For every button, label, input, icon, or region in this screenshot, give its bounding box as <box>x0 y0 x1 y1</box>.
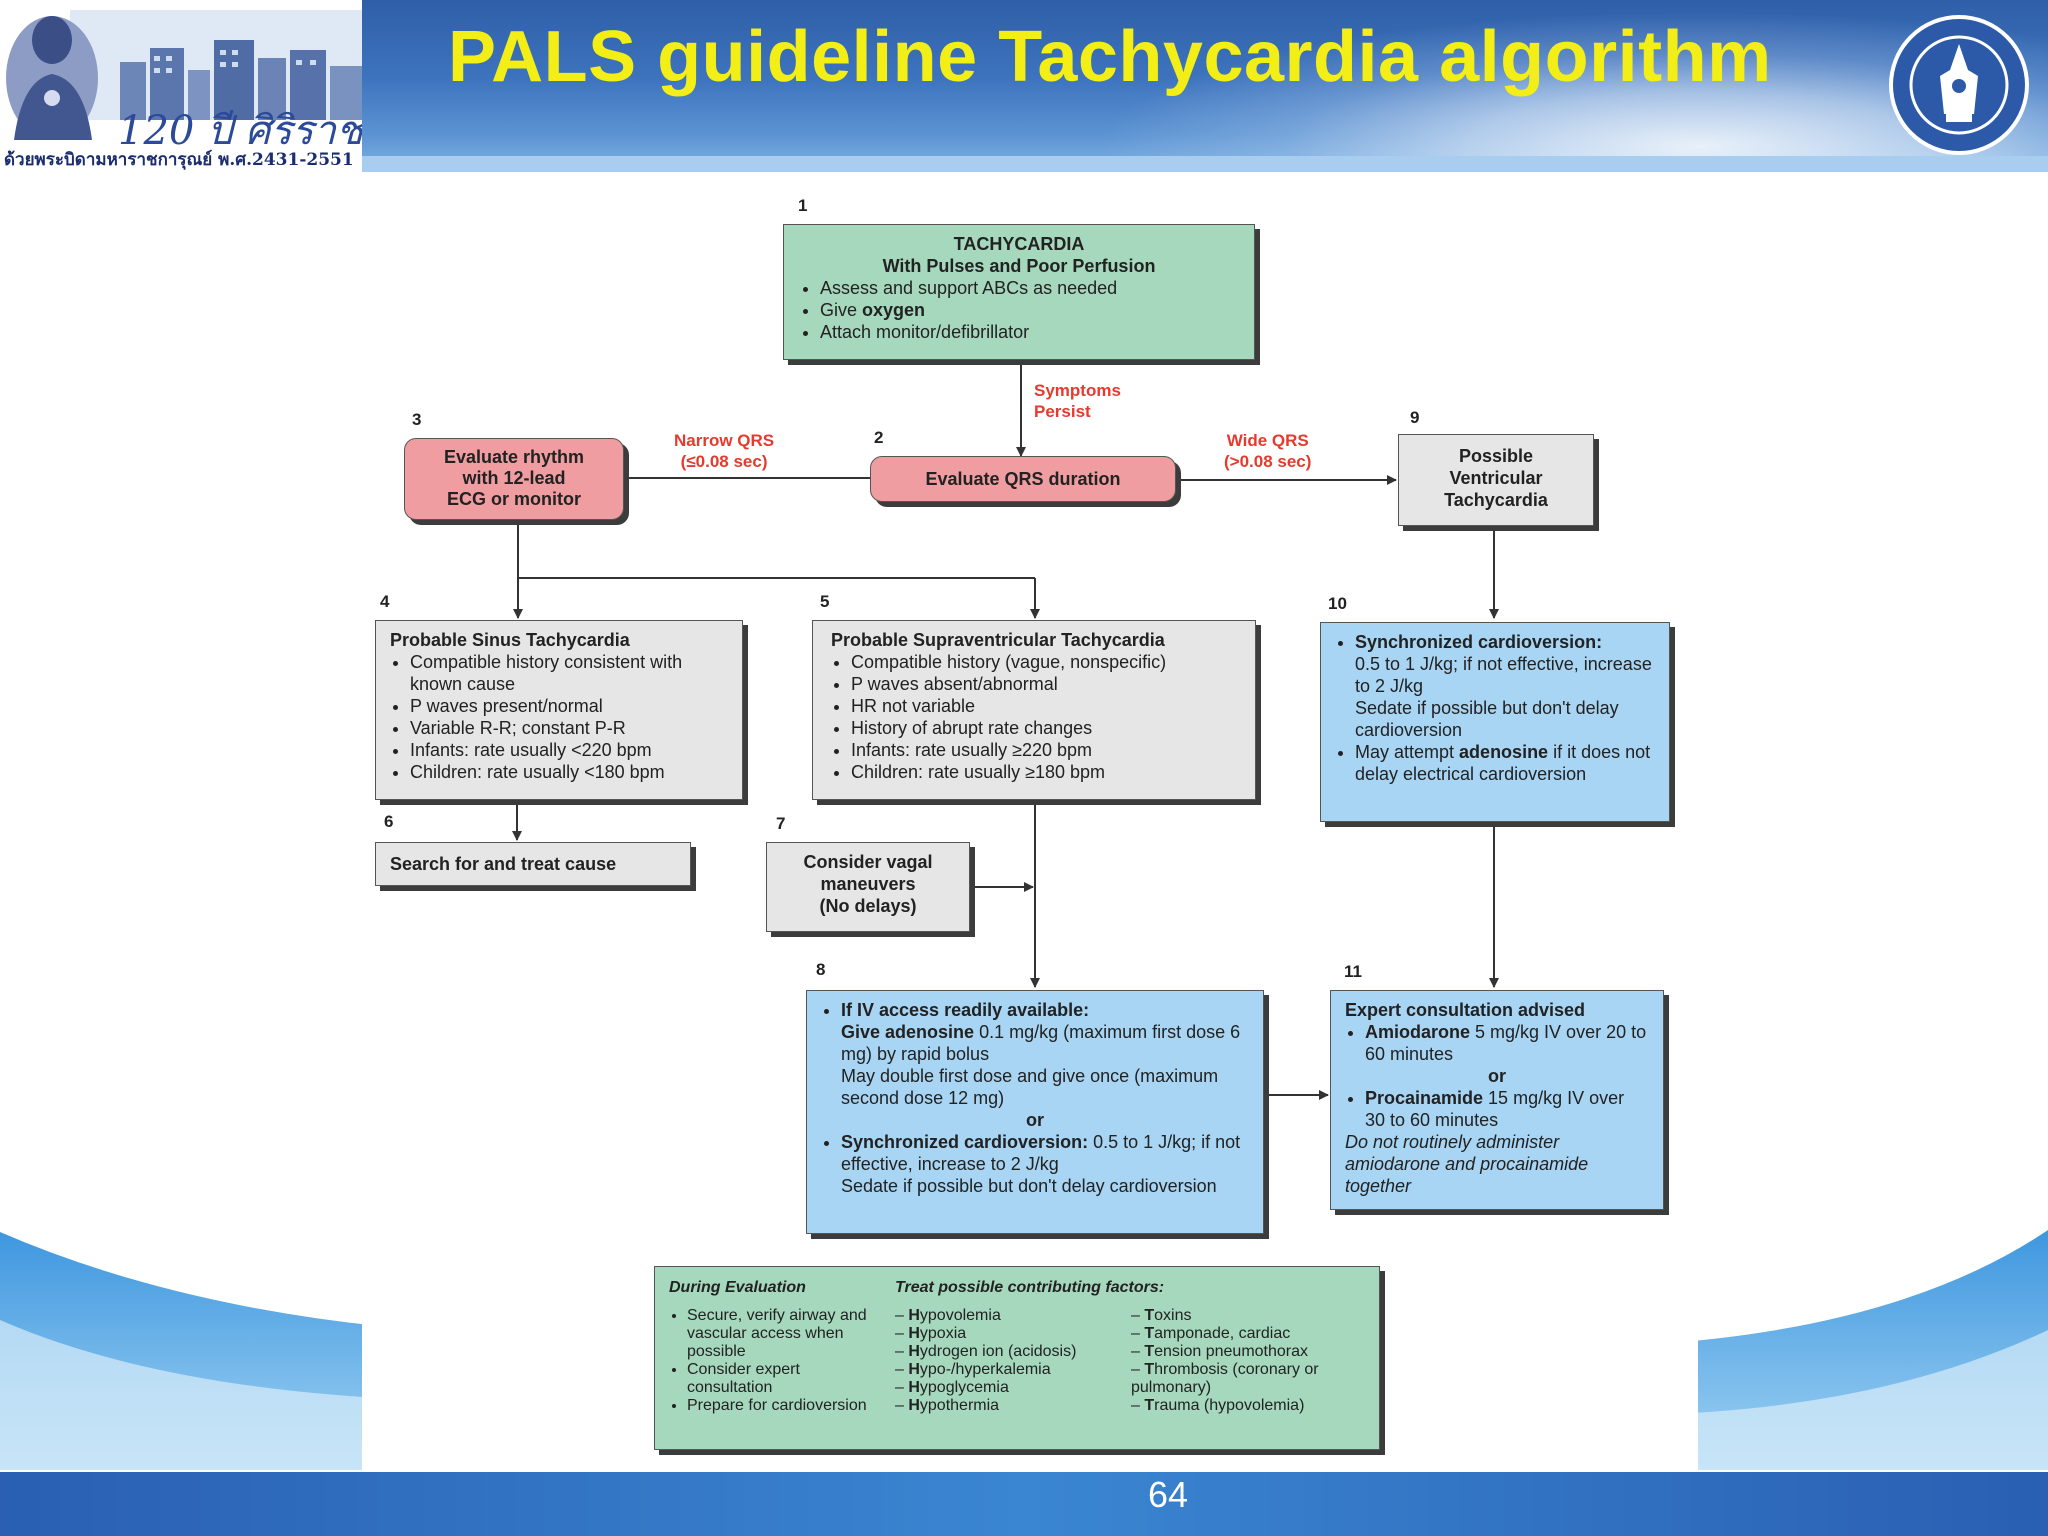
box4-item: Compatible history consistent with known… <box>410 651 728 695</box>
box-synchronized-cardioversion: Synchronized cardioversion: 0.5 to 1 J/k… <box>1320 622 1670 822</box>
step-number-5: 5 <box>820 592 830 611</box>
box10-item: May attempt adenosine if it does not del… <box>1355 741 1655 785</box>
box8-item: Synchronized cardioversion: 0.5 to 1 J/k… <box>841 1131 1249 1197</box>
box11-title: Expert consultation advised <box>1345 1000 1586 1020</box>
box5-item: Infants: rate usually ≥220 bpm <box>851 739 1237 761</box>
step-number-11: 11 <box>1344 962 1362 981</box>
box-supraventricular-tachycardia: Probable Supraventricular Tachycardia Co… <box>812 620 1256 800</box>
evaluation-item: Secure, verify airway and vascular acces… <box>687 1307 879 1361</box>
box10-item: Synchronized cardioversion: 0.5 to 1 J/k… <box>1355 631 1655 741</box>
step-number-10: 10 <box>1328 594 1347 613</box>
box4-item: Children: rate usually <180 bpm <box>410 761 728 783</box>
h-factor-item: – Hypoxia <box>895 1325 967 1342</box>
box4-title: Probable Sinus Tachycardia <box>390 630 630 650</box>
footer-bar <box>0 1472 2048 1536</box>
box-search-treat-cause: Search for and treat cause <box>375 842 691 886</box>
box5-item: Children: rate usually ≥180 bpm <box>851 761 1237 783</box>
box1-item: Give oxygen <box>820 299 1238 321</box>
step-number-2: 2 <box>874 428 884 447</box>
step-number-4: 4 <box>380 592 390 611</box>
mahidol-university-seal-icon <box>1889 15 2029 155</box>
t-factor-item: – Trauma (hypovolemia) <box>1131 1397 1305 1414</box>
box5-item: History of abrupt rate changes <box>851 717 1237 739</box>
during-evaluation-title: During Evaluation <box>669 1279 806 1296</box>
t-factor-item: – Tamponade, cardiac <box>1131 1325 1291 1342</box>
box4-item: P waves present/normal <box>410 695 728 717</box>
box5-item: HR not variable <box>851 695 1237 717</box>
box5-title: Probable Supraventricular Tachycardia <box>831 630 1165 650</box>
evaluation-item: Consider expert consultation <box>687 1361 879 1397</box>
wide-qrs-label: Wide QRS (>0.08 sec) <box>1224 431 1312 471</box>
step-number-3: 3 <box>412 410 422 429</box>
logo-caption-text: ด้วยพระบิดามหาราชการุณย์ พ.ศ.2431-2551 <box>4 150 354 170</box>
h-factor-item: – Hypo-/hyperkalemia <box>895 1361 1051 1378</box>
slide-title: PALS guideline Tachycardia algorithm <box>448 17 1772 97</box>
h-factor-item: – Hypoglycemia <box>895 1379 1009 1396</box>
h-factors-list: – Hypovolemia – Hypoxia – Hydrogen ion (… <box>895 1307 1123 1415</box>
during-evaluation-column: During Evaluation Secure, verify airway … <box>669 1279 879 1415</box>
box4-item: Variable R-R; constant P-R <box>410 717 728 739</box>
h-factor-item: – Hypothermia <box>895 1397 1000 1414</box>
box8-item: If IV access readily available: Give ade… <box>841 999 1249 1131</box>
logo-120-years-text: 120 ปี ศิริราช <box>118 108 362 154</box>
siriraj-120-logo: 120 ปี ศิริราช ด้วยพระบิดามหาราชการุณย์ … <box>0 0 362 172</box>
box-during-evaluation: During Evaluation Secure, verify airway … <box>654 1266 1380 1450</box>
contributing-factors-title: Treat possible contributing factors: <box>895 1279 1165 1296</box>
box1-title: TACHYCARDIA <box>953 234 1085 254</box>
contributing-factors-column: Treat possible contributing factors: – H… <box>895 1279 1365 1414</box>
box-adenosine-or-cardioversion: If IV access readily available: Give ade… <box>806 990 1264 1234</box>
step-number-1: 1 <box>798 196 808 215</box>
box5-item: Compatible history (vague, nonspecific) <box>851 651 1237 673</box>
box11-item: Procainamide 15 mg/kg IV over 30 to 60 m… <box>1365 1087 1649 1131</box>
siriraj-buildings-icon <box>0 0 362 172</box>
box-evaluate-qrs: Evaluate QRS duration <box>870 456 1176 502</box>
t-factor-item: – Toxins <box>1131 1307 1192 1324</box>
bottom-wave-decoration <box>0 1230 2048 1470</box>
step-number-9: 9 <box>1410 408 1420 427</box>
box-possible-vt: Possible Ventricular Tachycardia <box>1398 434 1594 526</box>
page-number: 64 <box>1148 1474 1189 1515</box>
box-tachycardia: TACHYCARDIA With Pulses and Poor Perfusi… <box>783 224 1255 360</box>
h-factor-item: – Hypovolemia <box>895 1307 1001 1324</box>
box1-item: Assess and support ABCs as needed <box>820 277 1238 299</box>
box1-subtitle: With Pulses and Poor Perfusion <box>882 256 1156 276</box>
box-evaluate-rhythm: Evaluate rhythm with 12-lead ECG or moni… <box>404 438 624 520</box>
step-number-6: 6 <box>384 812 394 831</box>
box5-item: P waves absent/abnormal <box>851 673 1237 695</box>
t-factor-item: – Tension pneumothorax <box>1131 1343 1309 1360</box>
header-stripe <box>362 156 2048 172</box>
symptoms-persist-label: Symptoms Persist <box>1034 381 1121 421</box>
narrow-qrs-label: Narrow QRS (≤0.08 sec) <box>674 431 775 471</box>
header-cloud-decoration <box>1048 0 2048 172</box>
box4-item: Infants: rate usually <220 bpm <box>410 739 728 761</box>
t-factor-item: – Thrombosis (coronary or pulmonary) <box>1131 1361 1319 1396</box>
step-number-7: 7 <box>776 814 786 833</box>
box11-item: Amiodarone 5 mg/kg IV over 20 to 60 minu… <box>1365 1021 1649 1087</box>
box-vagal-maneuvers: Consider vagal maneuvers (No delays) <box>766 842 970 932</box>
step-number-8: 8 <box>816 960 826 979</box>
h-factor-item: – Hydrogen ion (acidosis) <box>895 1343 1077 1360</box>
t-factors-list: – Toxins – Tamponade, cardiac – Tension … <box>1131 1307 1365 1415</box>
box-sinus-tachycardia: Probable Sinus Tachycardia Compatible hi… <box>375 620 743 800</box>
figure-panel <box>362 172 1698 1472</box>
box-expert-consultation: Expert consultation advised Amiodarone 5… <box>1330 990 1664 1210</box>
box11-note: Do not routinely administer amiodarone a… <box>1345 1132 1589 1196</box>
box1-item: Attach monitor/defibrillator <box>820 321 1238 343</box>
evaluation-item: Prepare for cardioversion <box>687 1397 879 1415</box>
